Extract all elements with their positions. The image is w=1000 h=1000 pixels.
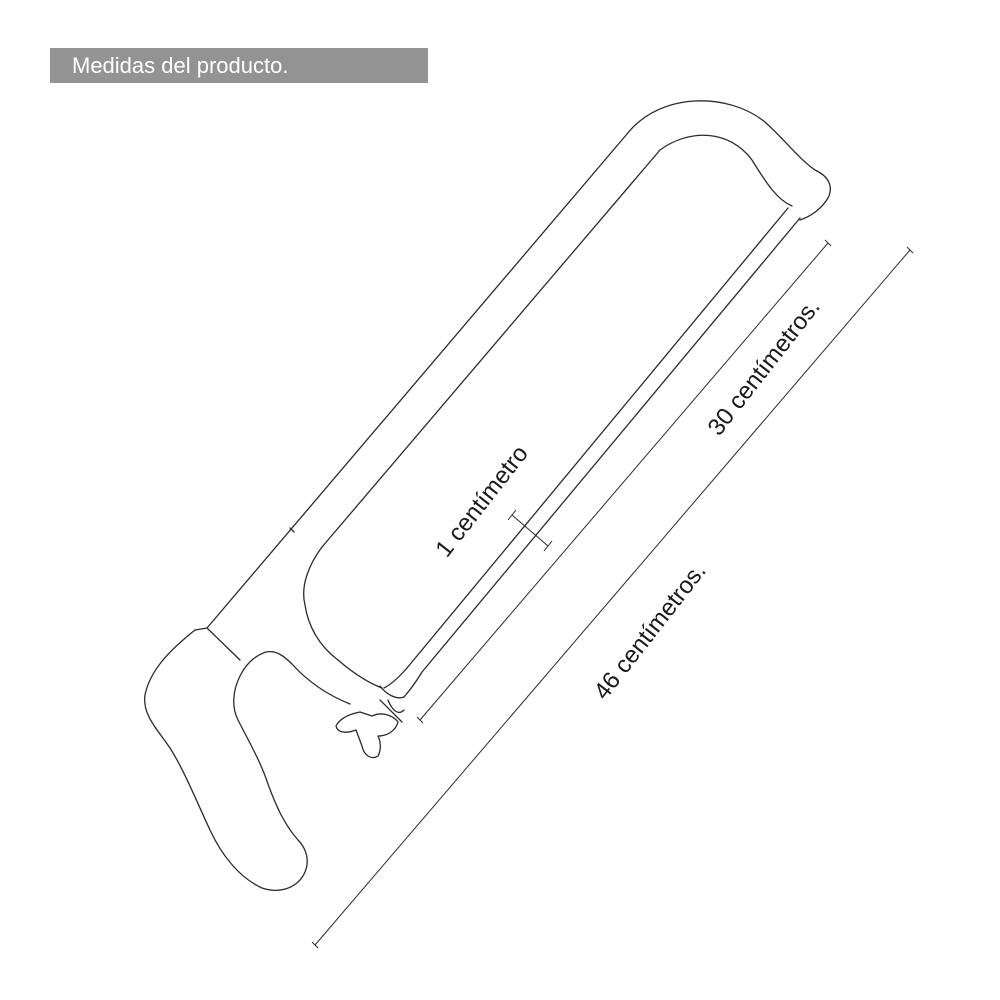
blade-edge-bottom <box>403 217 801 698</box>
total-length-dimension <box>311 246 914 949</box>
handle-outer <box>144 629 351 891</box>
page-title: Medidas del producto. <box>72 53 289 78</box>
frame-notch <box>289 527 295 533</box>
blade-edge-top <box>383 207 789 689</box>
header-banner: Medidas del producto. <box>50 48 428 83</box>
blade-thickness-dimension <box>507 509 553 552</box>
total-length-label: 46 centímetros. <box>589 558 712 705</box>
blade-length-dimension <box>416 239 832 724</box>
blade-holder <box>379 685 405 723</box>
wing-nut <box>335 711 399 759</box>
frame-inner <box>303 134 793 689</box>
frame-outer <box>206 100 831 629</box>
blade-thickness-label: 1 centímetro <box>430 441 533 563</box>
hacksaw-outline <box>144 100 831 891</box>
handle-collar <box>194 627 241 661</box>
